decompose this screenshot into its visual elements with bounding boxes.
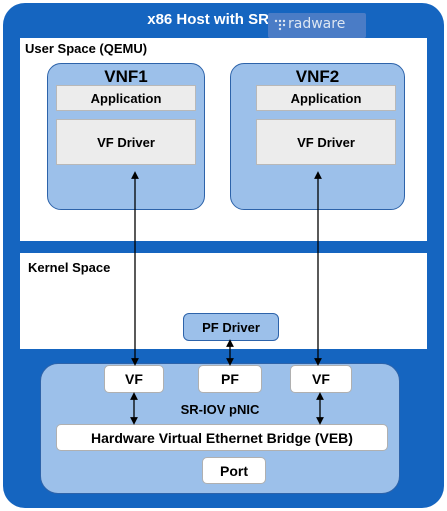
vnf1-title: VNF1 (104, 67, 148, 86)
sriov-pnic-label: SR-IOV pNIC (180, 402, 260, 417)
vnf1-vf-driver: VF Driver (56, 119, 196, 165)
logo-dots-icon (274, 19, 286, 31)
user-space-label: User Space (QEMU) (25, 41, 148, 56)
pf-box: PF (198, 365, 262, 393)
veb-box: Hardware Virtual Ethernet Bridge (VEB) (56, 424, 388, 451)
vnf2-title: VNF2 (295, 67, 340, 86)
vnf2-application: Application (256, 85, 396, 111)
vnf2-box: VNF2 Application VF Driver (230, 63, 405, 210)
kernel-space-label: Kernel Space (28, 260, 111, 275)
vnf1-box: VNF1 Application VF Driver (47, 63, 205, 210)
host-title: x86 Host with SR-IOV (147, 11, 300, 28)
user-space-panel: User Space (QEMU) VNF1 Application VF Dr… (20, 38, 427, 241)
radware-logo: radware (268, 13, 366, 38)
pf-driver-box: PF Driver (183, 313, 279, 341)
port-box: Port (202, 457, 266, 484)
vnf2-vf-driver: VF Driver (256, 119, 396, 165)
logo-text: radware (288, 16, 346, 32)
vf-box-1: VF (104, 365, 164, 393)
vnf1-application: Application (56, 85, 196, 111)
